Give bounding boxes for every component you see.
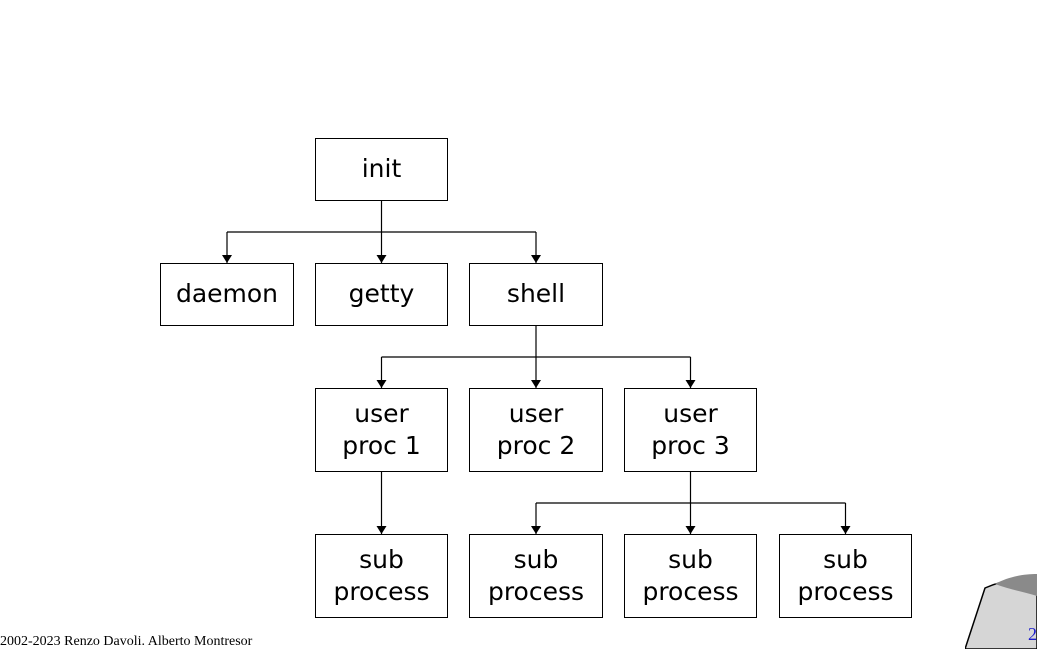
node-init: init [315, 138, 448, 201]
page-curl-icon [965, 574, 1037, 649]
node-sub-process-2: sub process [469, 534, 603, 618]
node-sub-process-3: sub process [624, 534, 757, 618]
node-shell: shell [469, 263, 603, 326]
node-daemon: daemon [160, 263, 294, 326]
node-user-proc-1: user proc 1 [315, 388, 448, 472]
page-number: 2 [1028, 624, 1037, 644]
node-sub-process-1: sub process [315, 534, 448, 618]
node-user-proc-2: user proc 2 [469, 388, 603, 472]
copyright-footer: 2002-2023 Renzo Davoli. Alberto Montreso… [0, 634, 253, 649]
node-user-proc-3: user proc 3 [624, 388, 757, 472]
node-sub-process-4: sub process [779, 534, 912, 618]
node-getty: getty [315, 263, 448, 326]
